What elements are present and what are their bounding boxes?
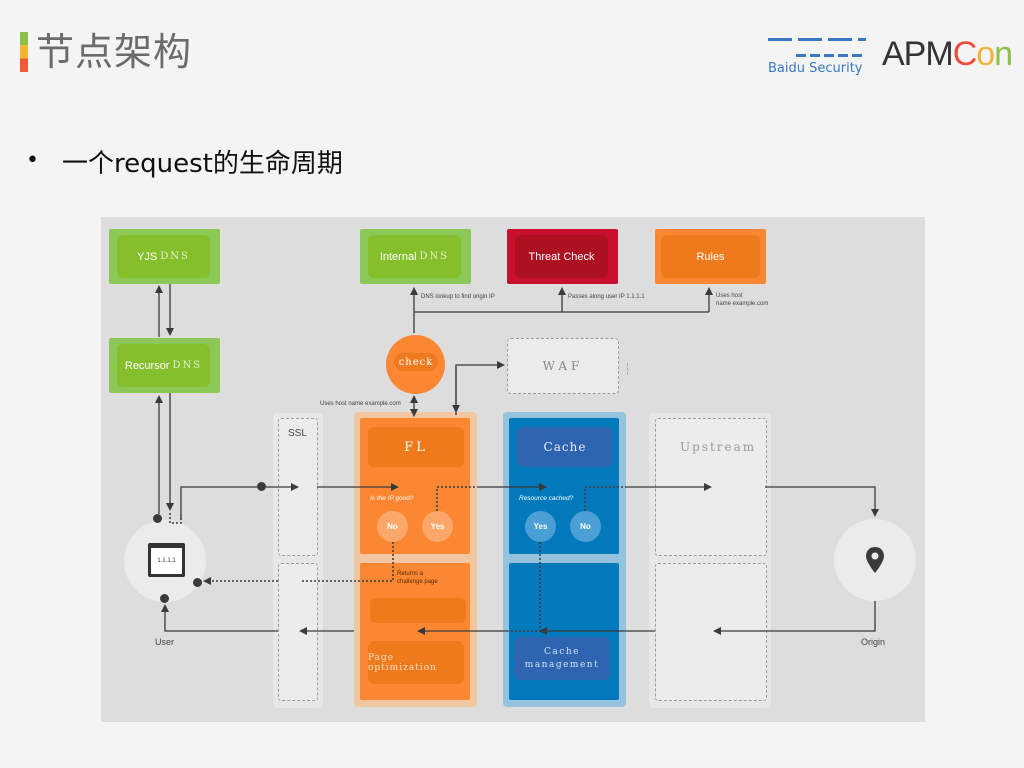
fl-no-option: No [377,511,408,542]
internal-dns-suffix: DNS [419,251,450,262]
page-title: 节点架构 [36,30,193,74]
internal-dns-label: Internal [379,250,417,263]
baidu-security-logo: Baidu Security [766,34,870,80]
cache-yes-option: Yes [525,511,556,542]
location-pin-icon [864,546,886,574]
step-marker-response [160,594,169,603]
upstream-label: Upstream [680,440,757,454]
dns-lookup-annotation: DNS lookup to find origin IP [421,294,495,300]
step-marker-request [257,482,266,491]
apmcon-logo-o: o [976,35,995,73]
cache-no-option: No [570,511,601,542]
page-optimization-module: Page optimization [368,641,464,684]
check-label: check [394,353,438,371]
waf-box: WAF [507,338,619,394]
uses-host-name-annotation: Uses host name example.com [320,401,401,407]
baidu-logo-stripes-icon [768,38,866,41]
ssl-cell-bottom [278,563,318,701]
uses-host-annotation-line2: name example.com [716,301,769,307]
arrow-fl-to-waf [455,361,505,415]
request-line-start [180,486,257,519]
cache-question: Resource cached? [519,495,574,502]
apmcon-logo: APMCon [882,34,1013,74]
apmcon-logo-n: n [994,35,1013,73]
apmcon-logo-apm: APM [882,35,954,73]
uses-host-annotation-line1: Uses host [716,293,743,299]
waf-label: WAF [542,359,584,373]
baidu-logo-text: Baidu Security [768,61,863,76]
threat-check-label: Threat Check [515,235,608,278]
cache-header: Cache [517,427,613,467]
cache-management-module: Cache management [514,637,610,680]
page-optimization-label: Page optimization [368,652,437,673]
returns-challenge-annotation-line1: Returns a [397,571,424,577]
cache-management-label-line2: management [524,659,600,670]
bullet-point: • [26,148,39,173]
threat-check-box: Threat Check [507,229,618,284]
rules-box: Rules [655,229,766,284]
step-marker-challenge [193,578,202,587]
returns-challenge-annotation-line2: challenge page [397,579,438,585]
recursor-dns-suffix: DNS [172,360,203,371]
title-accent-bar [20,32,28,72]
passes-ip-annotation: Passes along user IP 1.1.1.1 [568,294,645,300]
waf-edge-divider [627,363,629,375]
user-ip: 1.1.1.1 [157,558,176,564]
arrow-to-origin [765,486,879,517]
bullet-text: 一个request的生命周期 [62,149,343,179]
yjs-dns-suffix: DNS [160,251,190,262]
recursor-dns-label: Recursor [124,359,170,372]
fl-empty-module [370,598,466,623]
origin-label: Origin [861,637,886,647]
fl-question: Is the IP good? [370,495,414,502]
arrow-to-user [161,604,278,632]
fl-yes-option: Yes [422,511,453,542]
cache-title: Cache [543,440,587,454]
user-screen-icon: 1.1.1.1 [148,543,185,577]
check-node: check [386,335,445,394]
user-label: User [155,637,175,647]
baidu-logo-stripes-icon [796,54,866,57]
upstream-cell-top [655,418,767,556]
rules-label: Rules [661,235,760,278]
fl-header: FL [368,427,464,467]
apmcon-logo-c: C [952,35,978,73]
upstream-cell-bottom [655,563,767,701]
ssl-label: SSL [288,428,307,439]
yjs-dns-label: YJS [137,250,158,263]
cache-management-label-line1: Cache [544,646,580,657]
step-marker-dns [153,514,162,523]
fl-title: FL [404,439,428,455]
